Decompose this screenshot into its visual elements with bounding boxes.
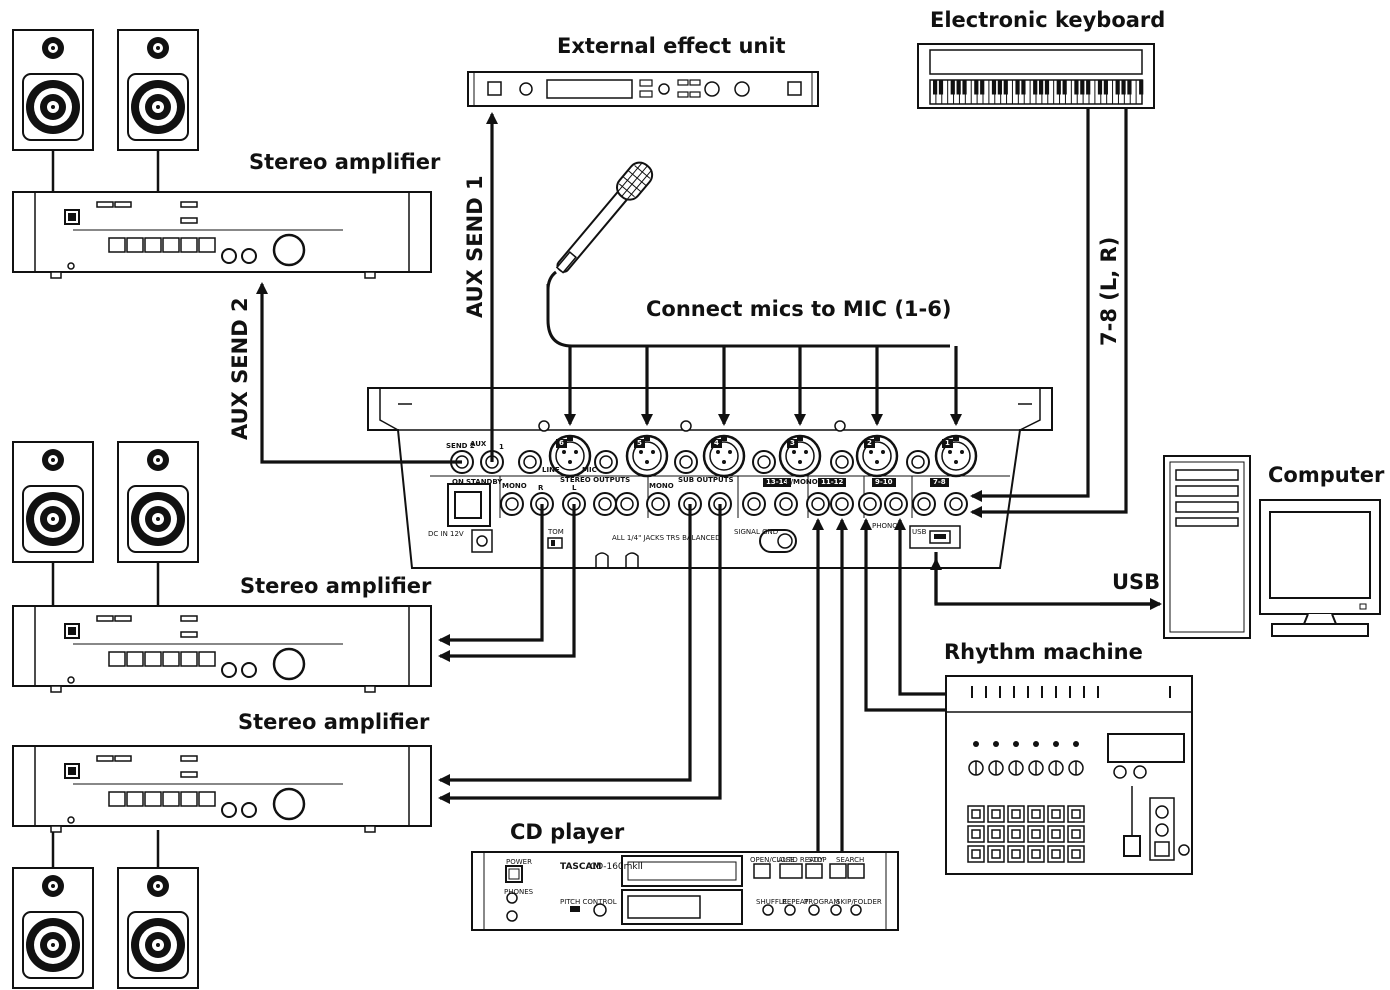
- microphone: [546, 161, 950, 348]
- panel-mono: MONO: [502, 482, 527, 490]
- panel-signal-gnd: SIGNAL GND: [734, 528, 779, 536]
- rhythm-cable-r: [860, 518, 946, 712]
- sub-out-cable-r: [438, 504, 692, 786]
- cd-shuffle: SHUFFLE: [756, 898, 788, 906]
- xlr-mic-2: [855, 434, 899, 478]
- label-rhythm-machine: Rhythm machine: [944, 640, 1143, 664]
- label-usb: USB: [1112, 570, 1161, 594]
- rhythm-machine: [945, 675, 1193, 875]
- cd-open-close: OPEN/CLOSE: [750, 856, 795, 864]
- keyboard-cable-l: [970, 108, 1090, 502]
- rhythm-cable-l: [894, 518, 946, 696]
- label-cd-player: CD player: [510, 820, 625, 844]
- panel-ch-5: 5: [634, 439, 645, 448]
- panel-line: LINE: [542, 466, 560, 474]
- label-keyboard-channels: 7-8 (L, R): [1097, 236, 1121, 346]
- panel-ch-4: 4: [711, 439, 722, 448]
- label-aux-send-1: AUX SEND 1: [463, 175, 487, 318]
- panel-l: L: [572, 484, 577, 492]
- label-stereo-amplifier-low: Stereo amplifier: [238, 710, 430, 734]
- panel-ch-3: 3: [787, 439, 798, 448]
- cd-model: CD-160mkII: [590, 862, 643, 872]
- xlr-mic-3: [778, 434, 822, 478]
- panel-r: R: [538, 484, 544, 492]
- ch11-12-l-jack: [830, 492, 854, 516]
- panel-mic: MIC: [582, 466, 597, 474]
- panel-dc-in: DC IN 12V: [428, 530, 464, 538]
- cd-auto-ready: AUTO READY: [778, 856, 824, 864]
- stereo-amplifier-mid: [11, 604, 433, 694]
- panel-phono: PHONO: [872, 522, 898, 530]
- ch11-12-r-jack: [806, 492, 830, 516]
- mixer: [367, 387, 1053, 569]
- cd-skip-folder: SKIP/FOLDER: [836, 898, 882, 906]
- panel-ch-13-14: 13-14: [763, 478, 792, 487]
- panel-ch-11-12: 11-12: [818, 478, 847, 487]
- speaker-bottom-left: [12, 867, 94, 989]
- panel-ch-2: 2: [864, 439, 875, 448]
- speaker-mid-right: [117, 441, 199, 563]
- stereo-amplifier-low: [11, 744, 433, 834]
- cd-power: POWER: [506, 858, 532, 866]
- label-stereo-amplifier-top: Stereo amplifier: [249, 150, 441, 174]
- keyboard-cable-r: [970, 108, 1128, 518]
- xlr-mic-5: [625, 434, 669, 478]
- label-stereo-amplifier-mid: Stereo amplifier: [240, 574, 432, 598]
- panel-aux: AUX: [470, 440, 487, 448]
- panel-send2: SEND 2: [446, 442, 475, 450]
- stereo-amplifier-top: [11, 190, 433, 280]
- sub-out-cable-l: [438, 504, 722, 804]
- panel-stereo-outputs: STEREO OUTPUTS: [560, 476, 631, 484]
- ch9-10-r-jack: [858, 492, 882, 516]
- stereo-out-cable-r: [438, 504, 544, 646]
- panel-ch-9-10: 9-10: [872, 478, 896, 487]
- panel-l-mono: L/MONO: [786, 478, 818, 486]
- panel-mono-sub: MONO: [649, 482, 674, 490]
- cd-repeat: REPEAT: [782, 898, 809, 906]
- ch7-8-l-jack: [944, 492, 968, 516]
- panel-ch-1: 1: [942, 439, 953, 448]
- cd-stop: STOP: [808, 856, 827, 864]
- panel-standby: STANDBY: [466, 478, 503, 486]
- label-aux-send-2: AUX SEND 2: [228, 297, 252, 440]
- speaker-mid-left: [12, 441, 94, 563]
- panel-on: ON: [452, 478, 464, 486]
- label-computer: Computer: [1268, 463, 1385, 487]
- cd-player: [471, 851, 899, 931]
- panel-aux-1: 1: [499, 443, 504, 451]
- panel-ch-7-8: 7-8: [930, 478, 949, 487]
- panel-tom: TOM: [548, 528, 564, 536]
- speaker-top-left: [12, 29, 94, 151]
- xlr-mic-4: [702, 434, 746, 478]
- cd-search: SEARCH: [836, 856, 865, 864]
- speaker-top-right: [117, 29, 199, 151]
- cd-brand: TASCAM: [560, 862, 602, 872]
- cd-pitch-control: PITCH CONTROL: [560, 898, 617, 906]
- stereo-out-cable-l: [438, 504, 576, 662]
- computer: [1163, 455, 1381, 639]
- label-external-effect-unit: External effect unit: [557, 34, 786, 58]
- panel-usb: USB: [912, 528, 927, 536]
- external-effect-unit: [467, 71, 819, 107]
- panel-jacks-note: ALL 1/4" JACKS TRS BALANCED: [612, 534, 721, 542]
- panel-sub-outputs: SUB OUTPUTS: [678, 476, 734, 484]
- ch9-10-l-jack: [884, 492, 908, 516]
- label-electronic-keyboard: Electronic keyboard: [930, 8, 1166, 32]
- speaker-bottom-right: [117, 867, 199, 989]
- aux-send-2-cable: [256, 282, 462, 464]
- label-connect-mics: Connect mics to MIC (1-6): [646, 297, 952, 321]
- panel-ch-6: 6: [556, 439, 567, 448]
- cd-program: PROGRAM: [804, 898, 840, 906]
- cd-phones: PHONES: [504, 888, 534, 896]
- electronic-keyboard: [917, 43, 1155, 109]
